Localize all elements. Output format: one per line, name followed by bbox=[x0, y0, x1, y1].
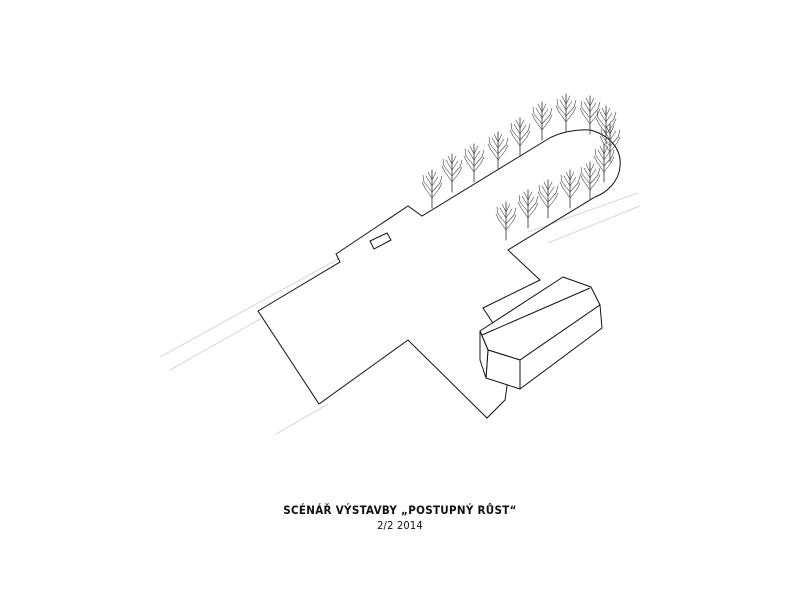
building-end-wall bbox=[479, 330, 489, 379]
road-line-upper bbox=[159, 257, 341, 358]
tree-icon bbox=[595, 105, 617, 145]
road-lines bbox=[159, 192, 641, 435]
drawing-date: 2/2 2014 bbox=[377, 519, 423, 532]
tree-icon bbox=[487, 131, 509, 171]
road-line-bottom bbox=[275, 403, 329, 435]
small-structure bbox=[369, 232, 392, 250]
tree-icon bbox=[517, 189, 539, 229]
building-ridge bbox=[481, 287, 591, 336]
tree-icon bbox=[579, 95, 601, 135]
tree-icon bbox=[579, 161, 601, 201]
tree-row bbox=[421, 93, 621, 241]
tree-icon bbox=[441, 153, 463, 193]
tree-icon bbox=[463, 143, 485, 183]
tree-icon bbox=[555, 93, 577, 133]
tree-icon bbox=[509, 117, 531, 157]
tree-icon bbox=[599, 123, 621, 163]
tree-icon bbox=[559, 169, 581, 209]
tree-icon bbox=[495, 201, 517, 241]
road-line-right-upper bbox=[527, 192, 639, 233]
road-line-right-lower bbox=[547, 205, 641, 244]
building-side-wall bbox=[519, 304, 603, 390]
site-outline bbox=[257, 129, 621, 419]
road-line-lower bbox=[169, 317, 263, 371]
tree-icon bbox=[537, 179, 559, 219]
tree-icon bbox=[421, 169, 443, 209]
tree-icon bbox=[531, 101, 553, 141]
drawing-title: SCÉNÁŘ VÝSTAVBY „POSTUPNÝ RŮST“ bbox=[283, 503, 517, 517]
building bbox=[479, 276, 603, 390]
tree-icon bbox=[593, 143, 615, 183]
